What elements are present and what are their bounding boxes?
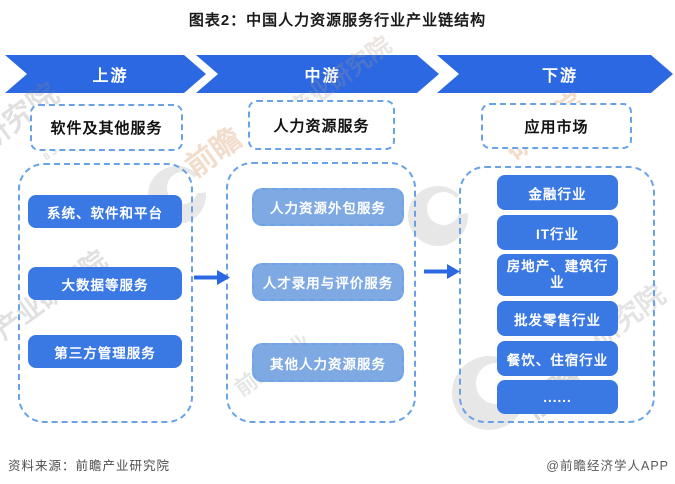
page-title: 图表2：中国人力资源服务行业产业链结构 [188,12,487,29]
upstream-group-box [18,163,193,423]
upstream-item: 系统、软件和平台 [28,195,182,228]
midstream-group-box [226,162,416,423]
source-note: 资料来源：前瞻产业研究院 [8,459,171,473]
midstream-item: 人才录用与评价服务 [252,263,404,301]
column-header-downstream: 应用市场 [481,103,632,149]
column-header-midstream: 人力资源服务 [248,100,395,150]
credit-note: @前瞻经济学人APP [546,459,669,473]
banner-midstream: 中游 [196,55,439,93]
flow-arrow-icon [424,264,460,279]
midstream-item: 人力资源外包服务 [252,188,404,226]
banner-upstream: 上游 [5,55,206,93]
upstream-item: 第三方管理服务 [28,335,182,368]
downstream-item: IT行业 [497,215,618,250]
midstream-item: 其他人力资源服务 [252,343,404,382]
downstream-item: 餐饮、住宿行业 [497,341,618,376]
downstream-item: 金融行业 [497,175,618,210]
downstream-item: 房地产、建筑行业 [497,254,618,296]
flow-arrow-icon [194,270,230,285]
upstream-item: 大数据等服务 [28,267,182,300]
downstream-item: ...... [497,380,618,414]
downstream-group-box [459,166,655,423]
downstream-item: 批发零售行业 [497,301,618,336]
column-header-upstream: 软件及其他服务 [30,104,183,151]
banner-downstream: 下游 [437,55,673,93]
